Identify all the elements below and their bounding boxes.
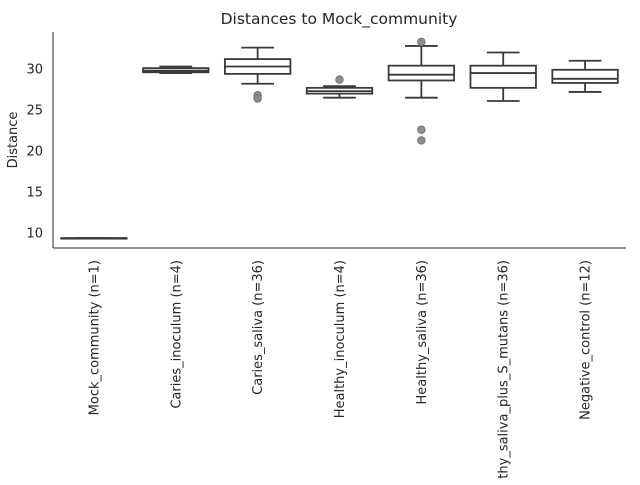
y-tick-label: 10 [26, 227, 43, 242]
outlier-point [335, 75, 344, 84]
chart-title: Distances to Mock_community [221, 10, 458, 29]
y-tick-label: 20 [26, 145, 43, 160]
x-tick-label: Healthy_inoculum (n=4) [333, 260, 348, 418]
y-tick-label: 30 [26, 62, 43, 77]
box-iqr [469, 64, 537, 89]
outlier-point [417, 125, 426, 134]
x-tick-label: Caries_inoculum (n=4) [169, 260, 184, 409]
x-tick-label: Mock_community (n=1) [87, 260, 102, 415]
y-tick-label: 15 [26, 186, 43, 201]
box-iqr [551, 68, 619, 84]
outlier-point [417, 136, 426, 145]
box-iqr [387, 64, 456, 82]
outlier-point [417, 37, 426, 47]
y-tick-label: 25 [26, 104, 43, 119]
x-tick-label: Healthy_saliva_plus_S_mutans (n=36) [497, 260, 512, 480]
outlier-point [253, 94, 262, 103]
x-tick-label: Healthy_saliva (n=36) [415, 260, 430, 404]
y-axis-label: Distance [6, 112, 21, 169]
x-tick-label: Caries_saliva (n=36) [251, 260, 266, 395]
x-tick-label: Negative_control (n=12) [579, 260, 594, 420]
